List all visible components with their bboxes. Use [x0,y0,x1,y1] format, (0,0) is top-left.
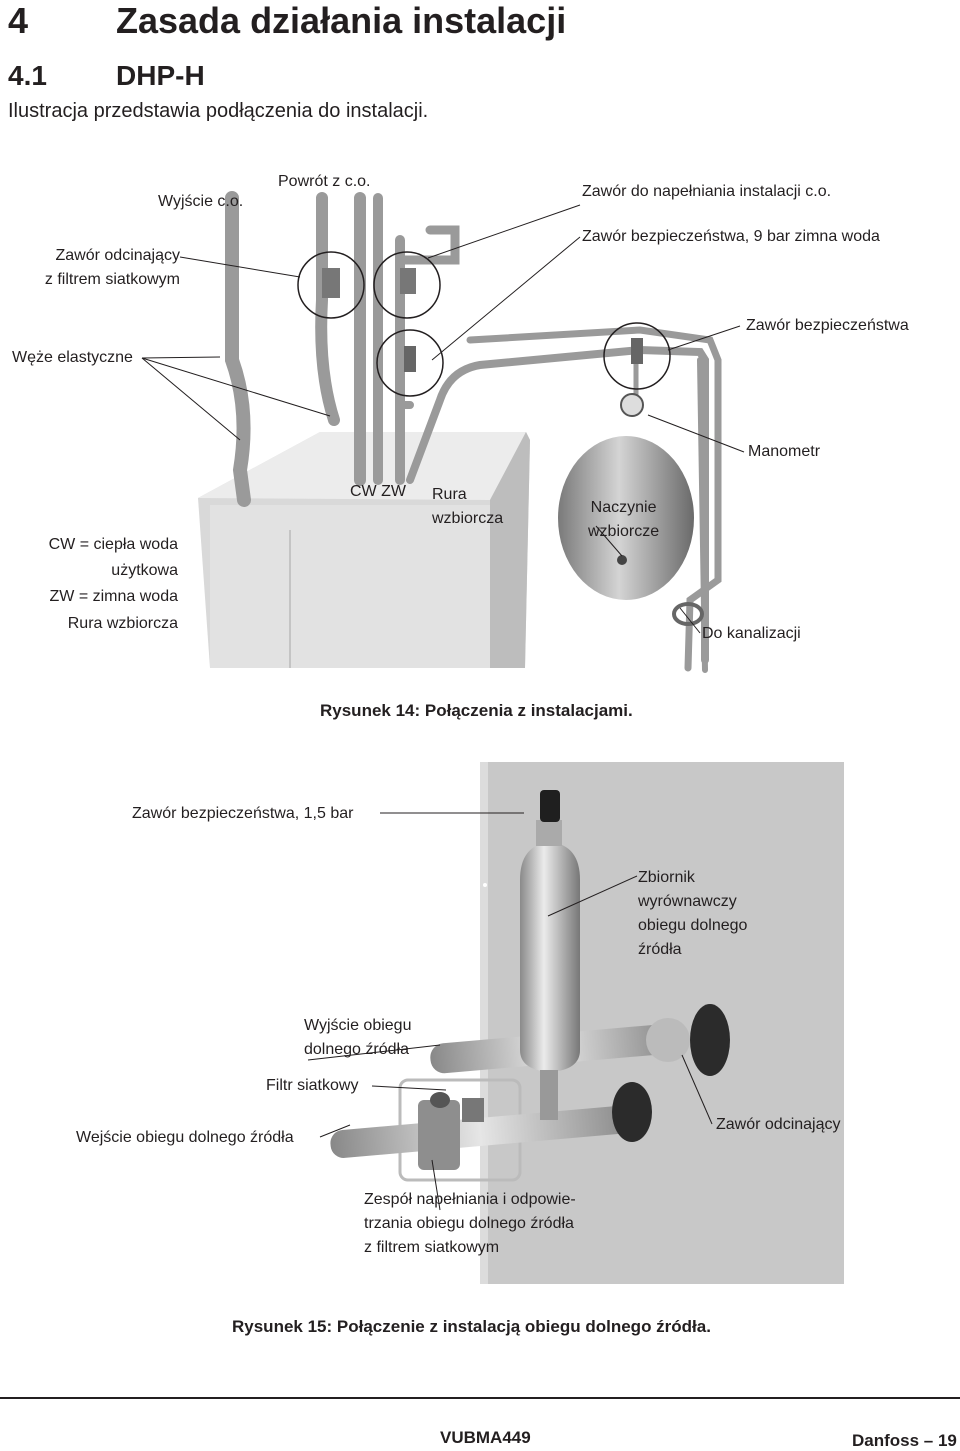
label-filtr: Filtr siatkowy [266,1077,359,1094]
label-kanalizacja: Do kanalizacji [702,625,801,642]
label-weze: Węże elastyczne [12,349,133,366]
label-zawor-bezp-15: Zawór bezpieczeństwa, 1,5 bar [132,805,354,822]
doc-code: VUBMA449 [440,1428,531,1447]
figure-15-caption: Rysunek 15: Połączenie z instalacją obie… [232,1317,711,1336]
label-rura-wzbiorcza: Rura wzbiorcza [67,615,178,632]
label-zbiornik: Zbiornik wyrównawczy obiegu dolnego źród… [638,869,748,958]
expansion-vessel [558,436,694,600]
figure-14-caption: Rysunek 14: Połączenia z instalacjami. [320,701,633,720]
subsection-number: 4.1 [8,60,47,91]
label-zawor-bezp: Zawór bezpieczeństwa [746,317,909,334]
section-title: Zasada działania instalacji [116,0,567,41]
figure-15-illustration [330,762,844,1284]
label-zawor-odcinajacy-filtr: Zawór odcinający z filtrem siatkowym [44,247,180,288]
subsection-title: DHP-H [116,60,205,91]
intro-text: Ilustracja przedstawia podłączenia do in… [8,100,429,122]
heat-pump-unit [198,432,530,668]
label-zespol: Zespół napełniania i odpowie- trzania ob… [364,1191,576,1256]
section-number: 4 [8,0,29,41]
label-naczynie: Naczynie wzbiorcze [588,499,660,540]
label-wyjscie: Wyjście c.o. [158,193,244,210]
label-rura-wzbiorcza-inner: Rura wzbiorcza [432,486,504,527]
label-zawor-bezp-9bar: Zawór bezpieczeństwa, 9 bar zimna woda [582,228,880,245]
label-zawor-napelniania: Zawór do napełniania instalacji c.o. [582,183,832,200]
brand-page: Danfoss – 19 [852,1431,957,1450]
label-wejscie-obiegu: Wejście obiegu dolnego źródła [76,1129,294,1146]
label-wyjscie-obiegu: Wyjście obiegu dolnego źródła [304,1017,412,1058]
label-manometr: Manometr [748,443,821,460]
label-legend: CW = ciepła woda użytkowa ZW = zimna wod… [48,536,178,605]
label-zawor-odcinajacy: Zawór odcinający [716,1116,841,1133]
label-cw-zw: CW ZW [350,483,406,500]
label-powrot: Powrót z c.o. [278,173,371,190]
